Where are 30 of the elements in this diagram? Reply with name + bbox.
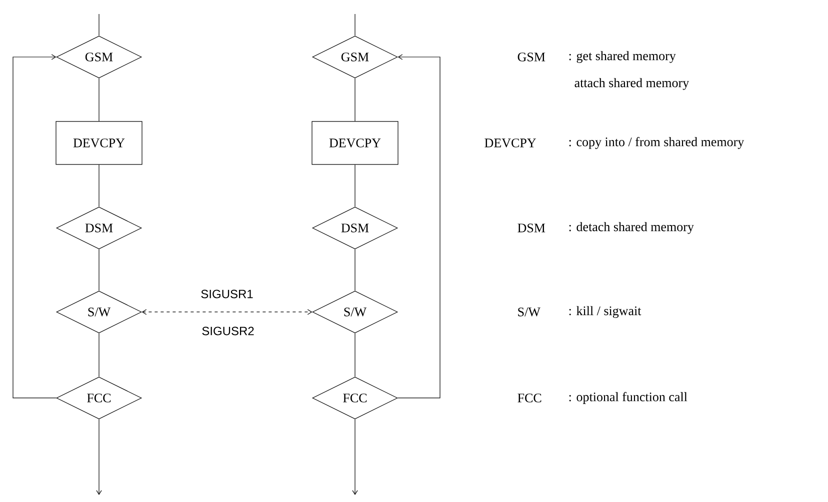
legend-abbreviation: DSM (518, 224, 546, 232)
signal-label: SIGUSR2 (202, 326, 254, 336)
legend-abbreviation: DEVCPY (484, 138, 536, 148)
signal-arrow (142, 309, 312, 315)
edge-label: SIGUSR1 (200, 288, 254, 300)
line (354, 78, 356, 122)
line (98, 164, 100, 207)
line (354, 333, 356, 377)
line (98, 248, 100, 291)
legend-description: : get shared memory (569, 51, 676, 63)
legend-abbreviation: S/W (518, 308, 540, 316)
line (98, 78, 100, 122)
arrow (352, 419, 358, 495)
loop-arrow (398, 54, 440, 398)
line (354, 164, 356, 207)
process-box: DEVCPY (56, 121, 142, 165)
line (98, 333, 100, 377)
loop-arrow (12, 54, 56, 398)
legend-description: : optional function call (569, 392, 688, 404)
legend-abbreviation: GSM (518, 52, 546, 62)
line (98, 14, 100, 36)
process-box: DEVCPY (312, 121, 398, 165)
legend-description: attach shared memory (574, 78, 690, 90)
legend-description: : detach shared memory (569, 222, 694, 234)
legend-description: : kill / sigwait (569, 306, 642, 318)
legend-abbreviation: FCC (518, 394, 542, 402)
arrow (96, 419, 102, 495)
line (354, 248, 356, 291)
line (354, 14, 356, 36)
legend-description: : copy into / from shared memory (569, 137, 744, 149)
